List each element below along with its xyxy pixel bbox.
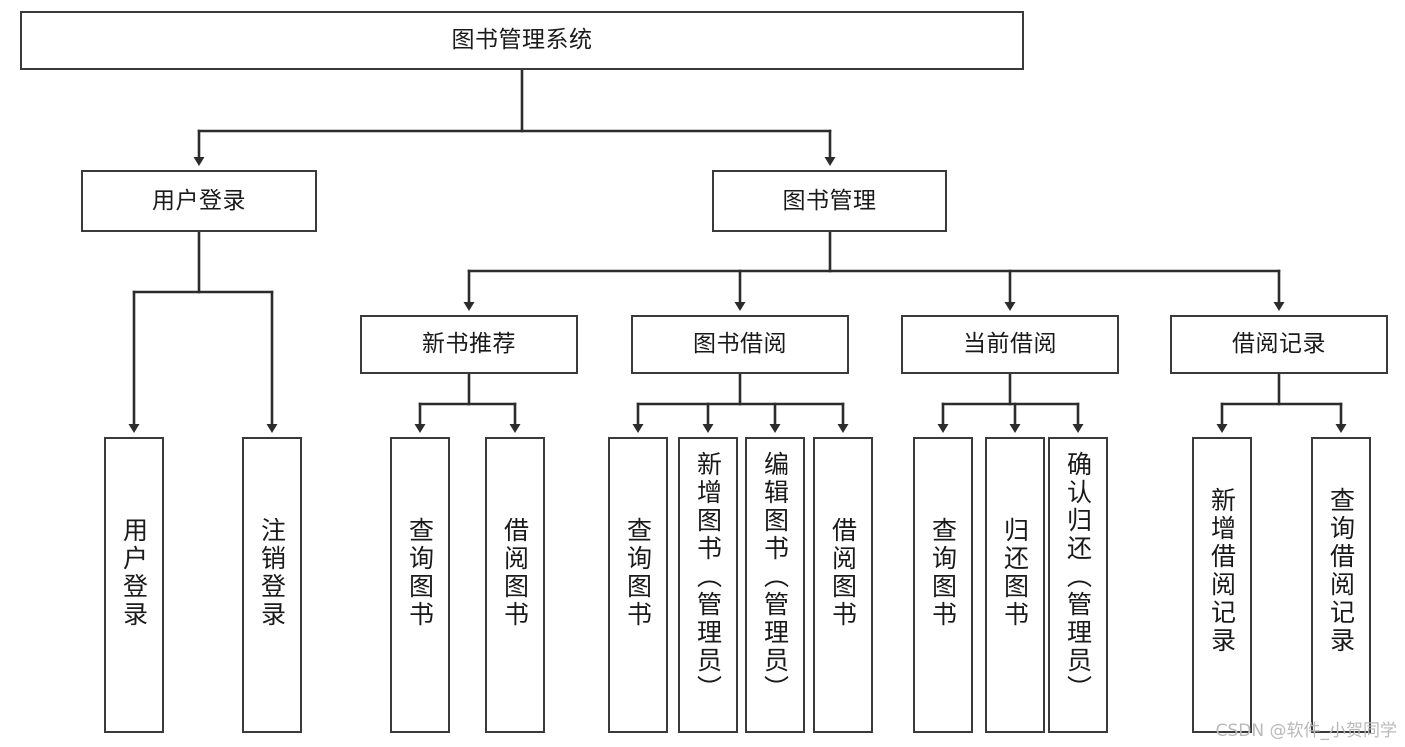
leaf-add-borrow-record[interactable]: 新增借阅记录 bbox=[1192, 437, 1252, 733]
node-book-borrowing[interactable]: 图书借阅 bbox=[631, 315, 849, 374]
leaf-query-book-borrow[interactable]: 查询图书 bbox=[608, 437, 668, 733]
node-label: 图书管理系统 bbox=[451, 27, 593, 54]
leaf-borrow-book-rec[interactable]: 借阅图书 bbox=[485, 437, 545, 733]
node-label: 借阅记录 bbox=[1232, 331, 1326, 358]
node-root-book-management-system[interactable]: 图书管理系统 bbox=[20, 11, 1024, 70]
leaf-query-book-rec[interactable]: 查询图书 bbox=[390, 437, 450, 733]
node-label: 用户登录 bbox=[119, 517, 149, 629]
leaf-logout[interactable]: 注销登录 bbox=[242, 437, 302, 733]
node-label: 借阅图书 bbox=[828, 517, 858, 629]
node-label: 归还图书 bbox=[1000, 517, 1030, 629]
node-label: 新书推荐 bbox=[422, 331, 516, 358]
leaf-return-book[interactable]: 归还图书 bbox=[985, 437, 1045, 733]
node-book-management[interactable]: 图书管理 bbox=[712, 170, 947, 232]
node-label: 查询图书 bbox=[405, 517, 435, 629]
leaf-query-borrow-record[interactable]: 查询借阅记录 bbox=[1311, 437, 1371, 733]
leaf-add-book-admin[interactable]: 新增图书（管理员） bbox=[678, 437, 738, 733]
node-new-book-recommendation[interactable]: 新书推荐 bbox=[360, 315, 578, 374]
node-label: 图书借阅 bbox=[693, 331, 787, 358]
node-label: 新增借阅记录 bbox=[1207, 487, 1237, 655]
node-current-borrowing[interactable]: 当前借阅 bbox=[901, 315, 1119, 374]
node-label: 查询图书 bbox=[623, 517, 653, 629]
node-label: 注销登录 bbox=[257, 517, 287, 629]
node-borrowing-record[interactable]: 借阅记录 bbox=[1170, 315, 1388, 374]
leaf-query-book-current[interactable]: 查询图书 bbox=[913, 437, 973, 733]
node-label: 查询图书 bbox=[928, 517, 958, 629]
leaf-borrow-book[interactable]: 借阅图书 bbox=[813, 437, 873, 733]
leaf-confirm-return-admin[interactable]: 确认归还（管理员） bbox=[1048, 437, 1108, 733]
node-label: 当前借阅 bbox=[963, 331, 1057, 358]
node-label: 借阅图书 bbox=[500, 517, 530, 629]
watermark-text: CSDN @软件_小贺同学 bbox=[1215, 721, 1397, 741]
node-user-login[interactable]: 用户登录 bbox=[81, 170, 317, 232]
node-label: 用户登录 bbox=[152, 187, 246, 214]
leaf-user-login[interactable]: 用户登录 bbox=[104, 437, 164, 733]
node-label: 编辑图书（管理员） bbox=[760, 451, 790, 703]
leaf-edit-book-admin[interactable]: 编辑图书（管理员） bbox=[745, 437, 805, 733]
node-label: 新增图书（管理员） bbox=[693, 451, 723, 703]
node-label: 确认归还（管理员） bbox=[1063, 451, 1093, 703]
node-label: 图书管理 bbox=[782, 187, 877, 214]
node-label: 查询借阅记录 bbox=[1326, 487, 1356, 655]
